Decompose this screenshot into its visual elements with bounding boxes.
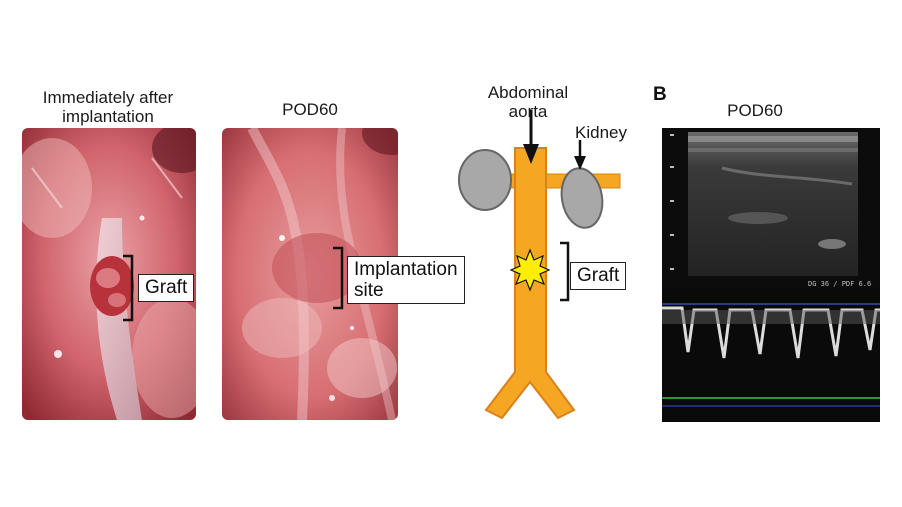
graft-bracket-diagram [560, 241, 570, 302]
implantation-bracket [333, 246, 344, 310]
surgical-photo-pod60 [222, 128, 398, 420]
aorta-label: Abdominal aorta [487, 83, 569, 121]
aorta-diagram [458, 110, 621, 420]
right-kidney [560, 167, 604, 229]
middle-photo-caption: POD60 [282, 100, 338, 119]
kidney-label: Kidney [575, 123, 627, 142]
panel-letter-b: B [653, 84, 667, 105]
graft-label-diagram: Graft [570, 262, 627, 290]
ultrasound-caption: POD60 [727, 101, 783, 120]
left-photo-caption: Immediately after implantation [42, 88, 174, 126]
left-kidney [458, 149, 512, 211]
graft-bracket [123, 254, 134, 322]
implantation-site-label: Implantation site [347, 256, 465, 304]
graft-label-left: Graft [138, 274, 195, 302]
ultrasound-image [662, 128, 880, 422]
doppler-readout: DG 36 / PDF 6.6 [808, 280, 872, 288]
graft-starburst-icon [509, 248, 551, 292]
